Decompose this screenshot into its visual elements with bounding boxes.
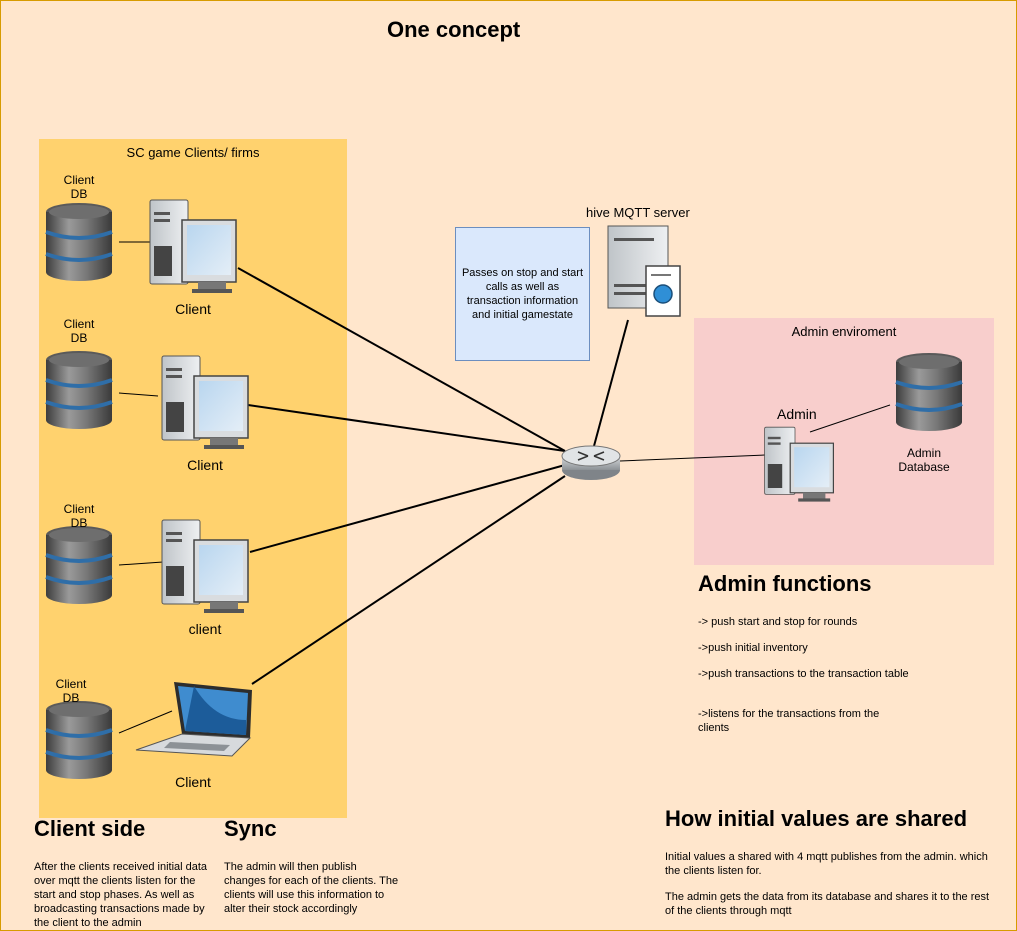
line-client3-router — [249, 464, 566, 553]
mqtt-server-icon — [607, 225, 681, 317]
initial-values-paragraph-1: Initial values a shared with 4 mqtt publ… — [665, 851, 988, 877]
client-db-label: Client DB — [55, 677, 87, 705]
mqtt-note-text: Passes on stop and start calls as well a… — [461, 267, 584, 321]
client-zone-label: SC game Clients/ firms — [126, 145, 260, 160]
admin-function-item: -> push start and stop for rounds — [698, 616, 858, 628]
admin-function-item: ->listens for the transactions from the … — [698, 708, 880, 734]
client-db-icon — [44, 700, 114, 780]
client-label: Client — [175, 774, 211, 790]
client-label: client — [188, 621, 222, 637]
client-db-icon — [44, 350, 114, 430]
admin-zone-label: Admin enviroment — [791, 324, 897, 339]
initial-values-paragraph-2: The admin gets the data from its databas… — [665, 891, 990, 917]
admin-functions-heading: Admin functions — [698, 571, 872, 596]
admin-db-icon — [894, 352, 964, 432]
client-computer-icon — [149, 199, 237, 294]
diagram-title: One concept — [387, 17, 521, 42]
db-links — [118, 241, 891, 734]
line-server-router — [593, 319, 629, 447]
admin-label: Admin — [777, 406, 817, 422]
admin-db-label: Admin Database — [898, 446, 950, 474]
line-client1-router — [237, 267, 566, 452]
admin-computer-icon — [763, 426, 835, 503]
client-db-icon — [44, 525, 114, 605]
admin-function-item: ->push initial inventory — [698, 642, 808, 654]
client-db-label: Client DB — [63, 317, 95, 345]
client-side-text: After the clients received initial data … — [34, 861, 208, 929]
admin-function-item: ->push transactions to the transaction t… — [698, 668, 909, 680]
router-icon — [561, 445, 621, 480]
client-label: Client — [175, 301, 211, 317]
client-label: Client — [187, 457, 223, 473]
initial-values-heading: How initial values are shared — [665, 806, 968, 831]
client-computer-icon — [161, 355, 249, 450]
client-db-label: Client DB — [63, 173, 95, 201]
line-client2-router — [247, 404, 566, 452]
line-client4-router — [251, 475, 566, 685]
sync-text: The admin will then publish changes for … — [224, 861, 399, 915]
connection-lines — [237, 267, 629, 685]
client-side-heading: Client side — [34, 816, 146, 841]
client-db-icon — [44, 202, 114, 282]
server-label: hive MQTT server — [586, 205, 690, 220]
sync-heading: Sync — [224, 816, 277, 841]
client-db-label: Client DB — [63, 502, 95, 530]
client-computer-icon — [161, 519, 249, 614]
mqtt-note-box: Passes on stop and start calls as well a… — [455, 227, 590, 361]
